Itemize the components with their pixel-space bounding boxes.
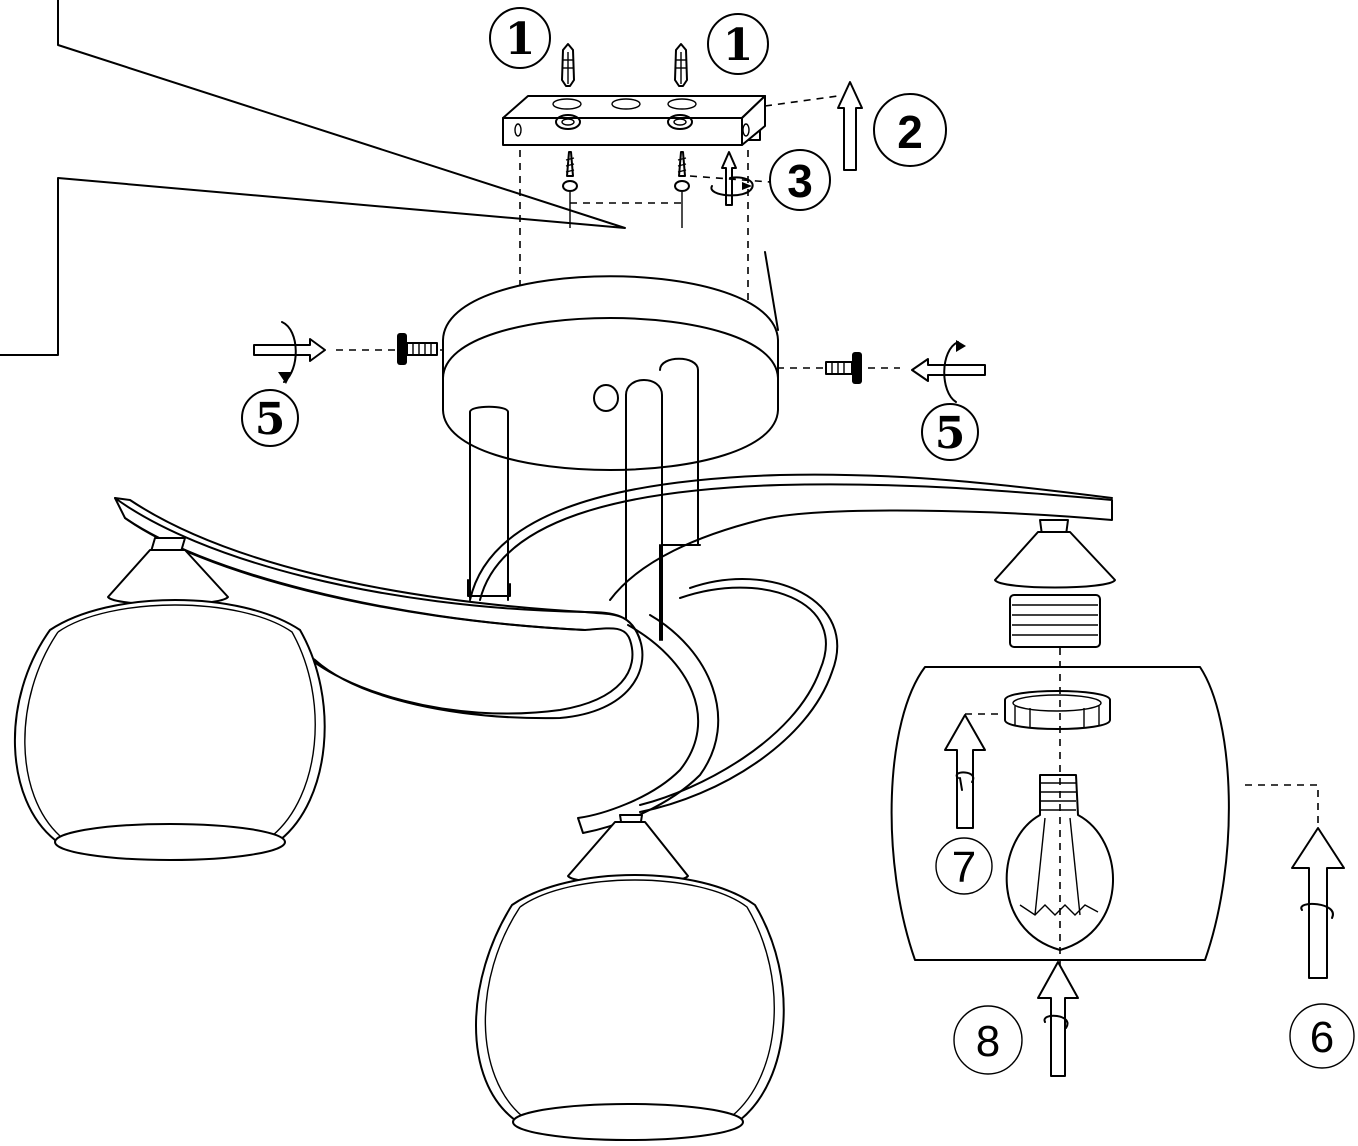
arrow-up-step3: [689, 151, 771, 206]
wall-anchor-left: [561, 43, 575, 87]
svg-text:1: 1: [505, 14, 536, 65]
arrow-up-step8: [1037, 961, 1079, 1077]
step-label-5b: 5: [921, 403, 979, 461]
svg-text:5: 5: [255, 394, 286, 445]
svg-text:7: 7: [952, 843, 976, 892]
lamp-center: [475, 814, 785, 1141]
step-label-1a: 1: [489, 7, 551, 69]
step-label-2: 2: [873, 93, 947, 167]
lamp-left: [14, 537, 326, 861]
step-label-5a: 5: [241, 389, 299, 447]
arrow-up-step7: [944, 713, 1005, 829]
svg-text:2: 2: [897, 106, 923, 158]
shade-ring: [1004, 690, 1111, 730]
ceiling-outline: [0, 0, 626, 356]
arrow-up-step2: [764, 81, 863, 171]
step-label-8: 8: [953, 1005, 1023, 1075]
arm-right: [469, 473, 1113, 601]
thumb-screw-left: [397, 333, 438, 365]
svg-text:8: 8: [976, 1017, 1000, 1066]
svg-text:3: 3: [787, 155, 813, 207]
rotate-arrow-right-step5: [911, 340, 986, 403]
step-label-3: 3: [769, 149, 831, 211]
lamp-holder-right: [994, 519, 1116, 648]
mounting-bracket: [502, 95, 766, 146]
svg-text:6: 6: [1310, 1013, 1334, 1062]
wall-anchor-right: [674, 43, 688, 87]
screw-right: [674, 151, 690, 228]
arm-center: [577, 578, 839, 834]
step-label-6: 6: [1289, 1003, 1355, 1069]
rotate-arrow-left-step5: [253, 321, 326, 384]
step-label-1b: 1: [707, 13, 769, 75]
svg-text:1: 1: [723, 20, 754, 71]
screw-left: [562, 151, 578, 228]
canopy: [442, 251, 779, 471]
step-label-7: 7: [935, 837, 993, 895]
thumb-screw-right: [825, 352, 862, 384]
arrow-up-step6: [1245, 784, 1345, 979]
svg-text:5: 5: [935, 408, 966, 459]
